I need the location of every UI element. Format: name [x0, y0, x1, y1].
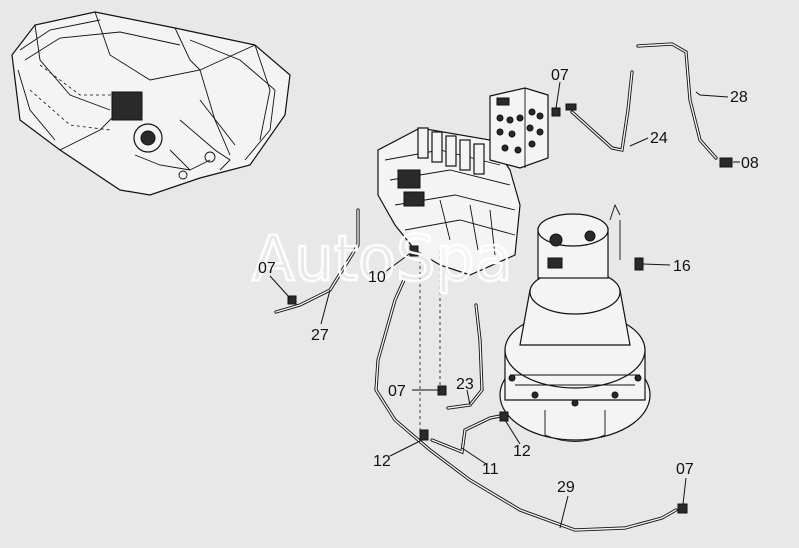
callout-29: 29	[557, 479, 575, 496]
callout-12-left: 12	[373, 453, 391, 470]
callout-07-bottom: 07	[676, 461, 694, 478]
watermark: AutoSpa	[252, 222, 513, 295]
callout-07-top: 07	[551, 67, 569, 84]
flange-bolts	[508, 374, 642, 407]
excavator-overview	[11, 11, 291, 196]
callout-07-left: 07	[258, 260, 276, 277]
callout-07-mid: 07	[388, 383, 406, 400]
swing-motor	[499, 203, 651, 442]
solenoid-valve-block	[489, 87, 549, 169]
fittings	[287, 103, 733, 514]
callout-08: 08	[741, 155, 759, 172]
solenoid-ports	[496, 108, 544, 154]
hose-28	[636, 42, 718, 160]
control-valve-assembly	[377, 127, 521, 276]
valve-spools	[397, 127, 485, 207]
hose-23	[446, 303, 484, 410]
callout-28: 28	[730, 89, 748, 106]
leader-lines	[269, 81, 740, 529]
callout-27: 27	[311, 327, 329, 344]
callout-11: 11	[482, 461, 499, 478]
callout-10: 10	[368, 269, 386, 286]
callouts: 07 28 24 08 16 07 10 27 07 23 12 11 12 0…	[258, 67, 759, 496]
callout-23: 23	[456, 376, 474, 393]
callout-12-right: 12	[513, 443, 531, 460]
callout-24: 24	[650, 130, 668, 147]
callout-16: 16	[673, 258, 691, 275]
hose-11	[430, 413, 507, 455]
hose-29	[374, 278, 678, 532]
hose-24	[570, 70, 634, 152]
